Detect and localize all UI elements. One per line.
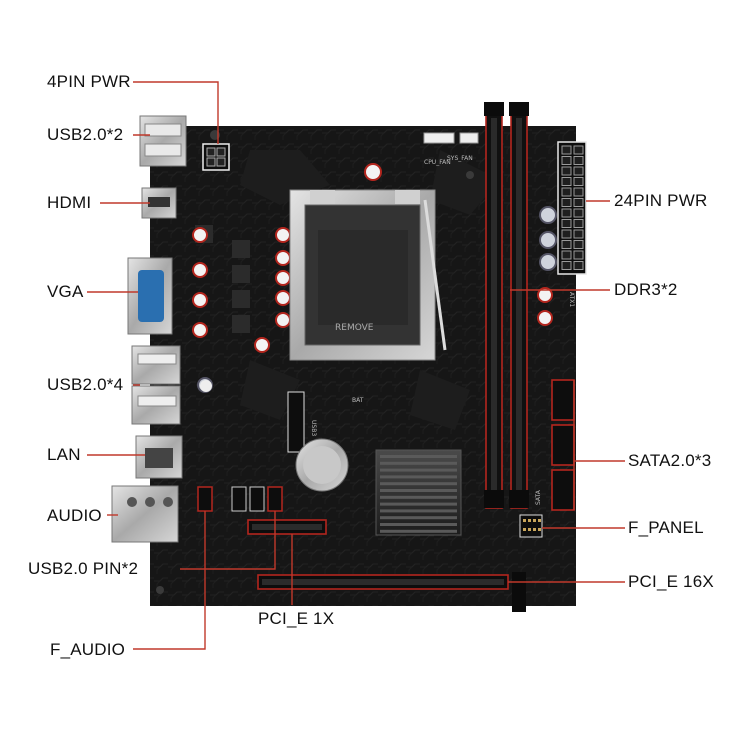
heatsink-fin	[380, 529, 457, 533]
usb-port-stack-middle-a	[131, 345, 181, 385]
heatsink-fin	[380, 475, 457, 479]
callout-usb2-x4: USB2.0*4	[47, 375, 124, 394]
atx-pin	[561, 261, 572, 270]
front-panel-pin	[533, 528, 536, 531]
cpu-fan-label: CPU_FAN	[424, 159, 451, 166]
callout-24pin-pwr: 24PIN PWR	[614, 191, 708, 210]
heatsink-fin	[380, 523, 457, 526]
callout-4pin-pwr: 4PIN PWR	[47, 72, 131, 91]
usb-pin-header-1	[231, 486, 247, 512]
atx-pin	[573, 156, 584, 165]
audio-jack-stack	[111, 485, 179, 543]
leader-lines	[87, 81, 625, 650]
front-panel-pin	[533, 519, 536, 522]
atx-pin	[561, 187, 572, 197]
leader-usbpin	[180, 511, 276, 570]
front-panel-pin	[538, 519, 541, 522]
atx-24pin-pins	[561, 145, 584, 270]
usb-header-vertical	[287, 391, 305, 453]
callout-f-panel: F_PANEL	[628, 518, 704, 537]
callout-sata: SATA2.0*3	[628, 451, 712, 470]
atx-pin	[561, 177, 572, 186]
sata-port-2	[551, 424, 575, 466]
heatsink-fin	[380, 516, 457, 520]
leader-faudio	[133, 511, 206, 650]
vrm-area	[192, 163, 557, 393]
front-panel-pin	[528, 519, 531, 522]
sata-port-3	[551, 469, 575, 511]
cpu-socket: REMOVE	[289, 189, 447, 361]
rear-io	[111, 115, 187, 543]
callout-vga: VGA	[47, 282, 84, 301]
atx-pin	[561, 229, 572, 239]
front-panel-header	[519, 514, 543, 538]
atx-pin	[573, 219, 584, 228]
fan-headers: CPU_FAN SYS_FAN	[423, 132, 479, 166]
internal-headers	[197, 486, 283, 512]
atx-pin	[561, 250, 572, 260]
atx-pin	[573, 177, 584, 186]
atx-pin	[561, 156, 572, 165]
front-panel-pin	[523, 528, 526, 531]
misc-components: USB3 BAT	[200, 380, 364, 492]
callout-pcie-1x: PCI_E 1X	[258, 609, 335, 628]
cpu-fan-header	[423, 132, 455, 144]
front-panel-pin	[528, 528, 531, 531]
callout-ddr3: DDR3*2	[614, 280, 678, 299]
sata-marking: SATA	[535, 489, 542, 505]
atx-pin	[573, 240, 584, 249]
atx-24pin-power-connector: ATX1	[557, 141, 587, 307]
atx-pin	[573, 208, 584, 218]
callout-hdmi: HDMI	[47, 193, 92, 212]
sata-ports: SATA	[535, 379, 575, 511]
socket-marking: REMOVE	[335, 323, 374, 333]
atx-pin	[573, 229, 584, 239]
battery-marking: BAT	[352, 397, 364, 404]
atx-marking: ATX1	[568, 292, 575, 307]
cpu-4pin-power-connector	[202, 143, 230, 171]
callout-usb2-pin: USB2.0 PIN*2	[28, 559, 139, 578]
atx-pin	[561, 145, 572, 155]
atx-pin	[561, 166, 572, 176]
atx-pin	[561, 208, 572, 218]
atx-pin	[573, 187, 584, 197]
heatsink-fin	[380, 482, 457, 486]
atx-pin	[561, 240, 572, 249]
callout-usb2-x2: USB2.0*2	[47, 125, 124, 144]
callout-f-audio: F_AUDIO	[50, 640, 126, 659]
atx-pin	[573, 145, 584, 155]
leader-sata	[573, 380, 625, 510]
front-panel-pin	[538, 528, 541, 531]
heatsink-fin	[380, 468, 457, 472]
callout-audio: AUDIO	[47, 506, 102, 525]
heatsink-fin	[380, 509, 457, 513]
callout-pcie-16x: PCI_E 16X	[628, 572, 714, 591]
atx-pin	[561, 198, 572, 207]
f-audio-header	[197, 486, 213, 512]
heatsink-fin	[380, 461, 457, 465]
heatsink-fin	[380, 489, 457, 492]
atx-pin	[573, 250, 584, 260]
front-panel-pin	[523, 519, 526, 522]
sys-fan-header	[459, 132, 479, 144]
usb-marking: USB3	[310, 420, 317, 436]
callout-lan: LAN	[47, 445, 81, 464]
sata-port-1	[551, 379, 575, 421]
heatsink-fin	[380, 495, 457, 499]
atx-pin	[561, 219, 572, 228]
ddr3-slots	[484, 102, 529, 509]
heatsink-fin	[380, 502, 457, 506]
heatsink-fin	[380, 455, 457, 458]
leader-pwr4	[133, 81, 219, 144]
atx-pin	[573, 166, 584, 176]
chipset-heatsink	[375, 449, 462, 536]
atx-pin	[573, 198, 584, 207]
sys-fan-label: SYS_FAN	[447, 155, 473, 162]
usb-pin-header-2	[267, 486, 283, 512]
atx-pin	[573, 261, 584, 270]
